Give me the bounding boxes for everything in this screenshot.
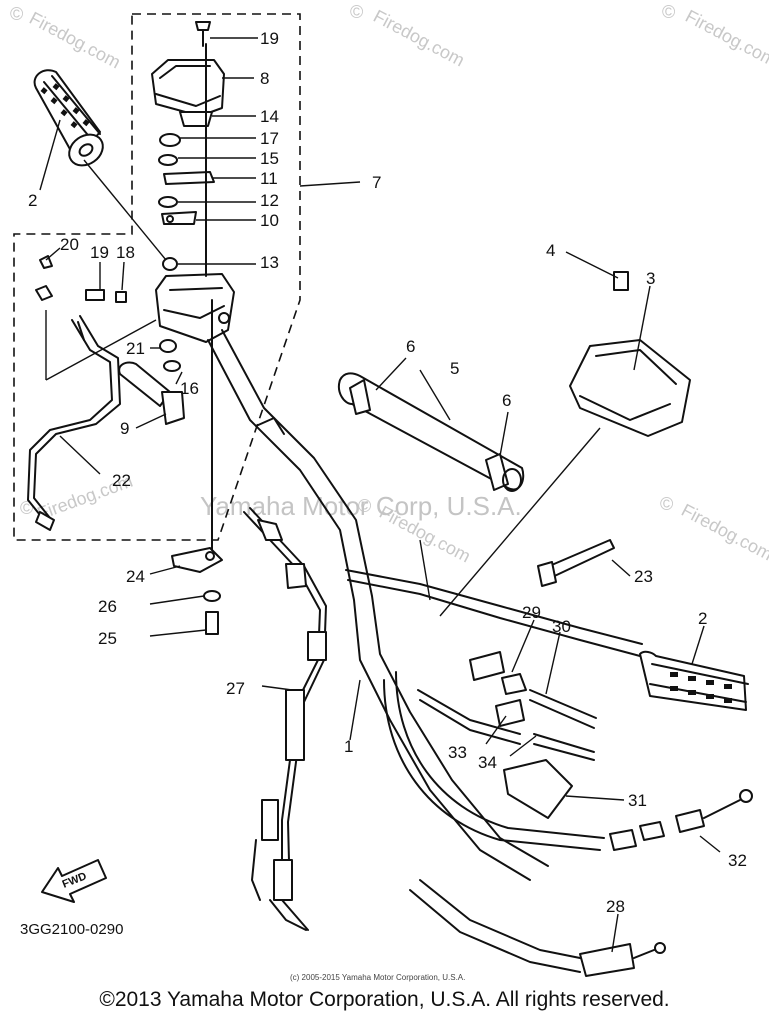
callout-30: 30 <box>552 617 571 636</box>
callout-34: 34 <box>478 753 497 772</box>
callout-8: 8 <box>260 69 269 88</box>
callout-28: 28 <box>606 897 625 916</box>
callout-2-left-grip: 2 <box>28 191 37 210</box>
callout-19-top: 19 <box>260 29 279 48</box>
callout-32: 32 <box>728 851 747 870</box>
callout-6-right: 6 <box>502 391 511 410</box>
fine-print: (c) 2005-2015 Yamaha Motor Corporation, … <box>290 973 465 982</box>
callout-12: 12 <box>260 191 279 210</box>
callout-1: 1 <box>344 737 353 756</box>
left-grip <box>33 69 104 167</box>
callout-2-right-grip: 2 <box>698 609 707 628</box>
watermark-copyright-mark: © <box>10 4 23 24</box>
callout-33: 33 <box>448 743 467 762</box>
callout-20: 20 <box>60 235 79 254</box>
handlebar-pad <box>338 372 525 492</box>
callout-5: 5 <box>450 359 459 378</box>
right-grip <box>639 650 749 711</box>
callout-15: 15 <box>260 149 279 168</box>
callout-31: 31 <box>628 791 647 810</box>
cable-tie <box>537 539 615 587</box>
watermark-copyright-mark: © <box>358 496 371 516</box>
callout-25: 25 <box>98 629 117 648</box>
callout-14: 14 <box>260 107 279 126</box>
watermark-copyright-mark: © <box>350 2 363 22</box>
watermark-site: Firedog.com <box>682 6 769 71</box>
callout-21: 21 <box>126 339 145 358</box>
callout-27: 27 <box>226 679 245 698</box>
switch-body <box>35 255 235 425</box>
callout-16: 16 <box>180 379 199 398</box>
watermark-center: Yamaha Motor Corp, U.S.A. <box>200 491 522 521</box>
callout-18: 18 <box>116 243 135 262</box>
lower-clamp <box>171 43 223 635</box>
watermark-copyright-mark: © <box>660 494 673 514</box>
callout-4: 4 <box>546 241 555 260</box>
leader-lines <box>39 37 721 953</box>
crossbar-cover <box>569 271 691 437</box>
callout-10: 10 <box>260 211 279 230</box>
brake-cables <box>383 651 753 977</box>
callout-17: 17 <box>260 129 279 148</box>
callout-23: 23 <box>634 567 653 586</box>
callout-labels: 1 2 2 3 4 5 6 6 7 8 9 10 11 12 13 14 15 … <box>28 29 747 916</box>
switch-cover-stack <box>151 21 225 225</box>
callout-7: 7 <box>372 173 381 192</box>
watermark-site: Firedog.com <box>678 500 769 565</box>
callout-26: 26 <box>98 597 117 616</box>
throttle-cable <box>243 507 327 931</box>
diagram-code: 3GG2100-0290 <box>20 921 123 938</box>
callout-24: 24 <box>126 567 145 586</box>
callout-3: 3 <box>646 269 655 288</box>
watermark-site: Firedog.com <box>26 8 124 73</box>
callout-6-left: 6 <box>406 337 415 356</box>
callout-19-bolt: 19 <box>90 243 109 262</box>
switch-assembly-boundary <box>13 13 301 541</box>
copyright-notice: ©2013 Yamaha Motor Corporation, U.S.A. A… <box>99 988 670 1011</box>
watermark-copyright-mark: © <box>662 2 675 22</box>
watermark-copyright-mark: © <box>20 498 33 518</box>
callout-29: 29 <box>522 603 541 622</box>
forward-arrow: FWD <box>41 859 107 903</box>
switch-wire-harness <box>27 315 121 531</box>
callout-9: 9 <box>120 419 129 438</box>
watermark-site: Firedog.com <box>370 6 468 71</box>
callout-22: 22 <box>112 471 131 490</box>
callout-11: 11 <box>260 169 278 188</box>
callout-13: 13 <box>260 253 279 272</box>
